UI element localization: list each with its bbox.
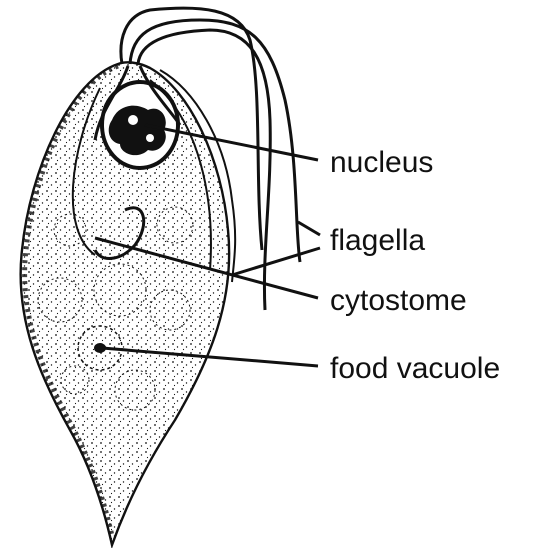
label-food-vacuole: food vacuole xyxy=(330,352,500,385)
label-flagella: flagella xyxy=(330,224,425,257)
label-nucleus: nucleus xyxy=(330,146,433,179)
label-cytostome: cytostome xyxy=(330,284,467,317)
flagella-leader-upper xyxy=(298,222,320,235)
flagella-leader-lower xyxy=(232,248,320,275)
